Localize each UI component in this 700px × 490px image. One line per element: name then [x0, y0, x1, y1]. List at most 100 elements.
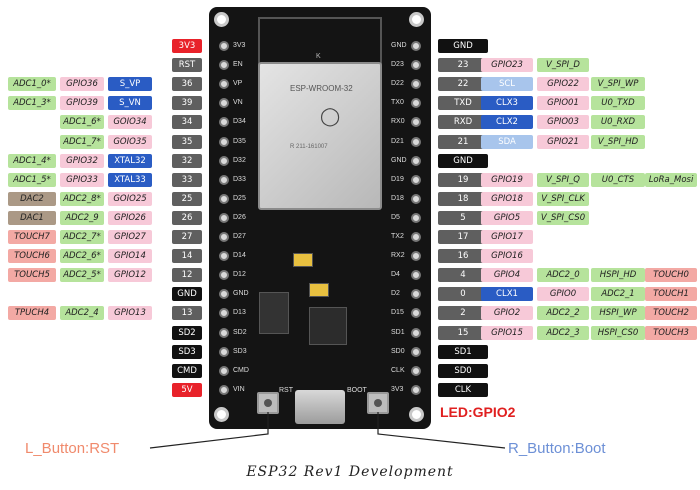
pin-label: GPIO01 [537, 96, 589, 110]
pin-label: V_SPI_Q [537, 173, 589, 187]
pin-label: 39 [172, 96, 202, 110]
header-pin-icon [219, 155, 229, 166]
pin-label: 2 [438, 306, 488, 320]
pin-label: TOUCH5 [8, 268, 56, 282]
right-button-callout [377, 412, 506, 449]
header-pin-icon [219, 384, 229, 395]
pin-silk: D27 [233, 233, 246, 240]
pin-label: GOIO35 [108, 135, 152, 149]
pin-label: GPIO18 [481, 192, 533, 206]
pin-label: TOUCH0 [645, 268, 697, 282]
pin-label: GND [438, 154, 488, 168]
header-pin-icon [411, 174, 421, 185]
header-pin-icon [411, 117, 421, 128]
pin-silk: D5 [391, 213, 400, 221]
header-pin-icon [219, 136, 229, 147]
header-pin-icon [219, 346, 229, 357]
header-pin-icon [411, 365, 421, 376]
header-pin-icon [411, 136, 421, 147]
pin-silk: VN [233, 99, 243, 107]
pin-label: RST [172, 58, 202, 72]
header-pin-icon [411, 289, 421, 300]
pin-silk: D32 [233, 156, 246, 164]
pin-label: ADC2_6* [60, 249, 104, 263]
header-pin-icon [219, 365, 229, 376]
pin-label: 22 [438, 77, 488, 91]
header-pin-icon [219, 60, 229, 71]
pin-label: ADC2_9 [60, 211, 104, 225]
esp-wroom-32-module: ESP-WROOM-32 R 211-161007 ◯ [258, 62, 382, 210]
header-pin-icon [411, 308, 421, 319]
pin-silk: SD0 [391, 347, 405, 355]
left-button-callout [149, 412, 269, 449]
pin-label: 27 [172, 230, 202, 244]
pin-silk: VP [233, 80, 243, 88]
pin-label: ADC2_2 [537, 306, 589, 320]
pin-label: GPIO19 [481, 173, 533, 187]
pin-label: 0 [438, 287, 488, 301]
pin-label: ADC1_5* [8, 173, 56, 187]
pin-label: 26 [172, 211, 202, 225]
mount-hole-icon [214, 407, 229, 422]
pin-silk: D33 [233, 175, 246, 183]
header-pin-icon [411, 346, 421, 357]
pin-label: V_SPI_CS0 [537, 211, 589, 225]
pin-silk: GND [233, 290, 249, 298]
usb-uart-chip [309, 307, 347, 345]
pin-label: GND [438, 39, 488, 53]
header-pin-icon [411, 98, 421, 109]
pin-silk: D34 [233, 118, 246, 126]
pin-label: GPIO27 [108, 230, 152, 244]
pin-silk: TX2 [391, 233, 404, 240]
pin-silk: VIN [233, 385, 245, 393]
pin-label: GPIO21 [537, 135, 589, 149]
pin-label: ADC1_6* [60, 115, 104, 129]
pin-label: CLK [438, 383, 488, 397]
pin-label: U0_CTS [591, 173, 645, 187]
capacitor [309, 283, 329, 297]
pin-label: HSPI_CS0 [591, 326, 645, 340]
pin-silk: TX0 [391, 99, 404, 107]
pin-label: 36 [172, 77, 202, 91]
esp32-board: K ESP-WROOM-32 R 211-161007 ◯ RST BOOT 3… [209, 7, 431, 429]
pin-silk: RX2 [391, 252, 405, 260]
pin-silk: D18 [391, 194, 404, 202]
pin-silk: SD3 [233, 347, 247, 355]
pin-silk: D21 [391, 137, 404, 145]
pin-silk: EN [233, 61, 243, 69]
pin-label: 32 [172, 154, 202, 168]
pin-label: U0_TXD [591, 96, 645, 110]
pin-label: GPIO0 [537, 287, 589, 301]
pin-label: 33 [172, 173, 202, 187]
pin-silk: D26 [233, 213, 246, 221]
pin-silk: D35 [233, 137, 246, 145]
pin-label: 12 [172, 268, 202, 282]
pin-label: 16 [438, 249, 488, 263]
pin-label: GOIO25 [108, 192, 152, 206]
voltage-regulator [259, 292, 289, 334]
pin-label: GPIO39 [60, 96, 104, 110]
header-pin-icon [219, 270, 229, 281]
header-pin-icon [219, 41, 229, 51]
pin-label: CLX1 [481, 287, 533, 301]
pin-label: U0_RXD [591, 115, 645, 129]
pin-silk: D12 [233, 271, 246, 279]
header-pin-icon [411, 79, 421, 90]
mount-hole-icon [409, 407, 424, 422]
pin-label: LoRa_Mosi [645, 173, 697, 187]
pin-silk: SD1 [391, 328, 405, 336]
header-pin-icon [219, 174, 229, 185]
pin-label: S_VP [108, 77, 152, 91]
header-pin-icon [219, 327, 229, 338]
pin-label: 13 [172, 306, 202, 320]
pin-label: GPIO15 [481, 326, 533, 340]
pin-label: TXD [438, 96, 488, 110]
pin-label: 17 [438, 230, 488, 244]
pin-label: GPIO17 [481, 230, 533, 244]
header-pin-icon [219, 212, 229, 223]
header-pin-icon [219, 232, 229, 242]
pin-silk: 3V3 [391, 385, 404, 393]
pin-label: TOUCH6 [8, 249, 56, 263]
pin-label: CMD [172, 364, 202, 378]
pin-label: ADC1_3* [8, 96, 56, 110]
